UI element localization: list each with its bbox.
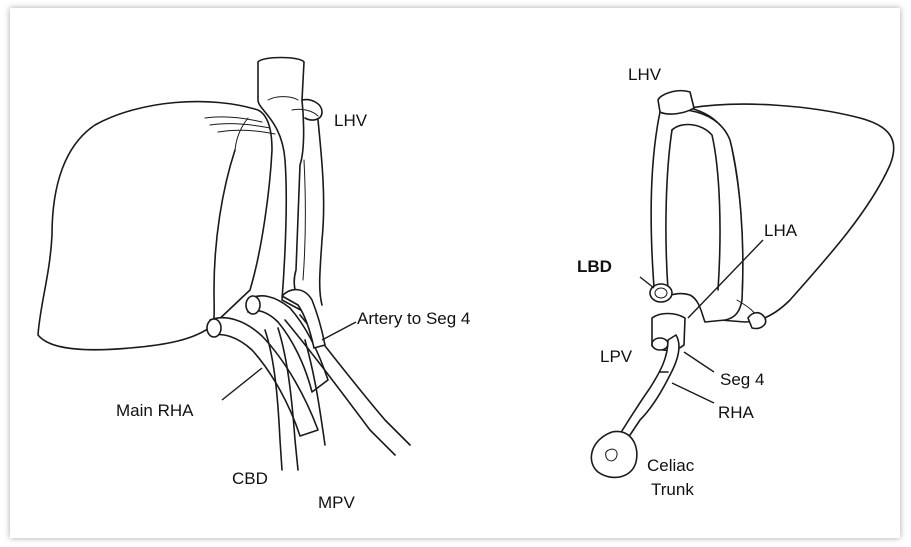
- left-label-lhv: LHV: [334, 111, 368, 130]
- right-label-seg4: Seg 4: [720, 370, 764, 389]
- right-label-lha: LHA: [764, 221, 798, 240]
- left-label-cbd: CBD: [232, 469, 268, 488]
- left-label-main-rha: Main RHA: [116, 401, 194, 420]
- right-lhv-stub: [658, 91, 694, 114]
- right-celiac-trunk: [591, 431, 637, 477]
- right-label-lhv: LHV: [628, 65, 662, 84]
- left-label-mpv: MPV: [318, 493, 356, 512]
- left-label-artery-seg4: Artery to Seg 4: [357, 309, 470, 328]
- right-label-lbd: LBD: [577, 257, 612, 276]
- right-label-rha: RHA: [718, 403, 755, 422]
- right-label-celiac-line2: Trunk: [651, 480, 694, 499]
- right-label-celiac-line1: Celiac: [647, 456, 695, 475]
- right-label-lpv: LPV: [600, 347, 633, 366]
